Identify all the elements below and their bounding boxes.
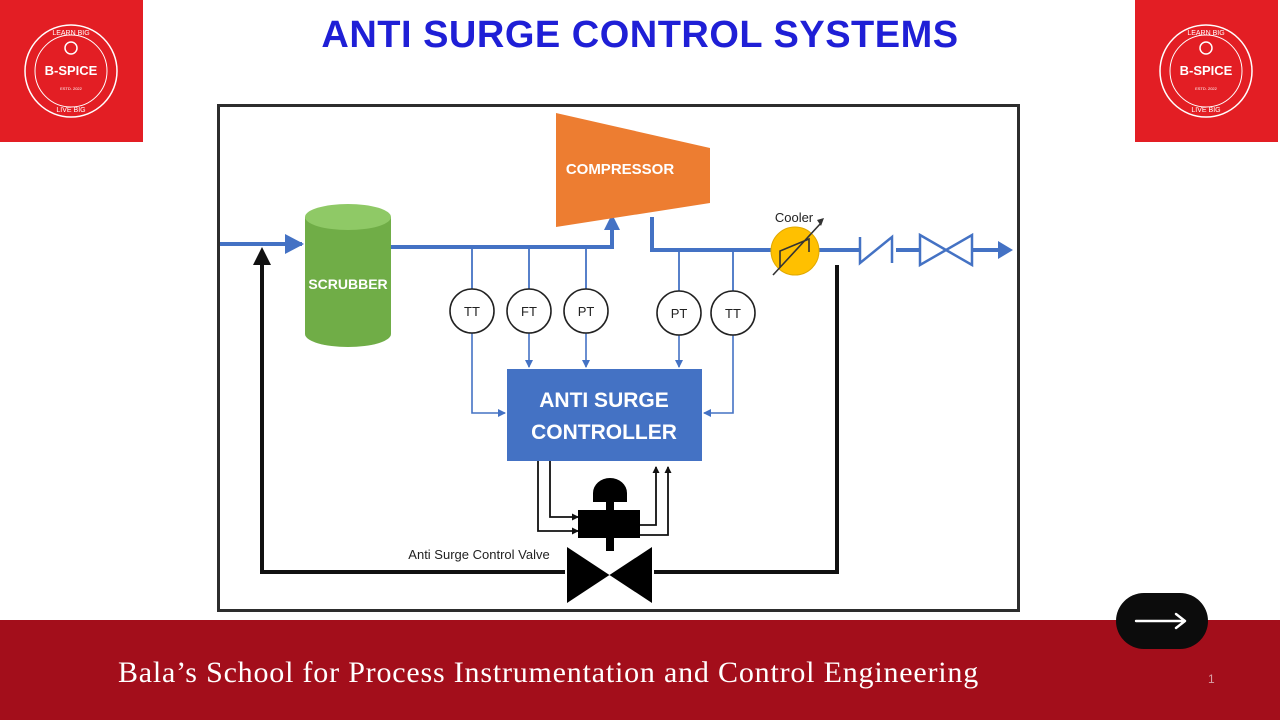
logo-top-arc: LEARN BIG <box>52 30 89 37</box>
logo-ring-inner <box>1169 34 1243 108</box>
logo-estd: ESTD. 2022 <box>60 86 83 91</box>
anti-surge-diagram: COMPRESSOR SCRUBBER Cooler TT <box>217 104 1020 612</box>
anti-surge-control-valve-icon <box>567 547 652 603</box>
gear-icon <box>64 41 78 55</box>
controller-label-line2: CONTROLLER <box>531 421 677 444</box>
instrument-label: PT <box>671 306 688 321</box>
logo-bottom-arc: LIVE BIG <box>1191 107 1220 114</box>
valve-label: Anti Surge Control Valve <box>408 547 549 562</box>
logo-ring-outer <box>24 24 118 118</box>
instrument-label: TT <box>464 304 480 319</box>
check-valve-icon <box>858 234 894 266</box>
suction-pipe <box>390 224 614 249</box>
scrubber-body <box>305 217 391 347</box>
logo-bottom-arc: LIVE BIG <box>56 107 85 114</box>
logo-ring-inner <box>34 34 108 108</box>
logo-name: B-SPICE <box>1180 63 1233 78</box>
page-title: ANTI SURGE CONTROL SYSTEMS <box>321 14 959 56</box>
valve-actuator-dome <box>593 478 627 502</box>
recycle-arrow <box>253 247 271 265</box>
logo-top-arc: LEARN BIG <box>1187 30 1224 37</box>
logo-name: B-SPICE <box>45 63 98 78</box>
suction-arrow <box>604 214 620 230</box>
controller-label-line1: ANTI SURGE <box>539 389 669 412</box>
gate-valve-icon <box>918 232 974 268</box>
logo-ring-outer <box>1159 24 1253 118</box>
controller-valve-signals <box>537 461 672 536</box>
outlet-arrow <box>998 241 1013 259</box>
scrubber-top <box>305 204 391 230</box>
instrument-pt-2: PT <box>656 290 702 336</box>
signal-lines <box>471 333 734 417</box>
instrument-tt-1: TT <box>449 288 495 334</box>
page-number: 1 <box>1208 672 1215 686</box>
valve-actuator-stem <box>606 502 614 510</box>
instrument-ft: FT <box>506 288 552 334</box>
instrument-label: FT <box>521 304 537 319</box>
cooler-arrow-head <box>817 218 824 226</box>
bspice-logo-left: LEARN BIG B-SPICE ESTD. 2022 LIVE BIG <box>0 0 143 142</box>
scrubber-label: SCRUBBER <box>308 276 387 292</box>
valve-stem <box>606 538 614 551</box>
instrument-taps <box>471 249 734 291</box>
footer-text: Bala’s School for Process Instrumentatio… <box>118 656 980 689</box>
compressor-label: COMPRESSOR <box>566 161 675 178</box>
arrow-right-icon <box>1134 612 1187 630</box>
cooler-exchanger-symbol <box>772 222 822 276</box>
cooler-label: Cooler <box>775 210 814 225</box>
recycle-line <box>260 259 839 574</box>
bspice-logo-right: LEARN BIG B-SPICE ESTD. 2022 LIVE BIG <box>1135 0 1278 142</box>
discharge-pipe <box>650 217 773 252</box>
inlet-arrow <box>285 234 304 254</box>
instrument-label: TT <box>725 306 741 321</box>
next-slide-button[interactable] <box>1116 593 1208 649</box>
logo-estd: ESTD. 2022 <box>1195 86 1218 91</box>
valve-positioner <box>578 510 640 538</box>
instrument-pt-1: PT <box>563 288 609 334</box>
anti-surge-controller <box>507 369 702 461</box>
instrument-tt-2: TT <box>710 290 756 336</box>
gear-icon <box>1199 41 1213 55</box>
compressor-shape <box>556 113 710 227</box>
instrument-label: PT <box>578 304 595 319</box>
footer-bar: Bala’s School for Process Instrumentatio… <box>0 620 1280 720</box>
